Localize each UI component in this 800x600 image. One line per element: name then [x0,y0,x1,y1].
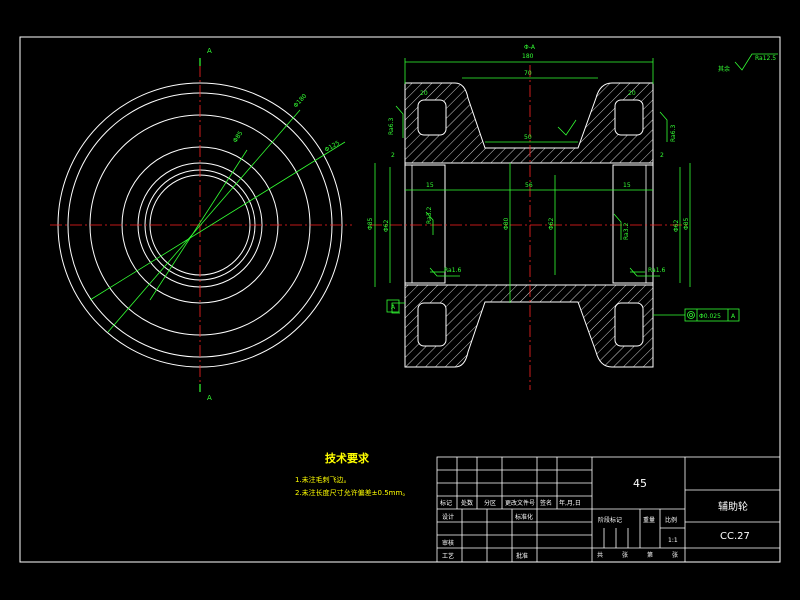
tb-scale-label: 比例 [665,516,677,524]
section-mark-top: A [207,47,212,55]
section-pocket-bl [417,302,447,347]
drawing-border [19,36,781,563]
tb-row-mark: 标记 [440,499,452,507]
dim-overall: 180 [522,53,534,60]
section-bore [404,162,654,286]
roughness-left-bore: Ra3.2 [426,207,433,224]
tb-row-sign: 签名 [540,499,552,507]
notes-line2: 2.未注长度尺寸允许偏差±0.5mm。 [295,488,409,497]
dim-overall-top: Φ-A [524,44,536,51]
dim-bore-inner: 56 [525,182,533,189]
dim-dia-right-inner: Φ62 [673,219,680,232]
dim-dia-center: Φ80 [503,217,510,230]
section-view: Φ-A 180 70 50 20 20 2 2 15 56 15 Φ85 Φ62… [367,44,778,390]
dim-groove-top: 70 [524,70,532,77]
technical-notes: 技术要求 1.未注毛刺飞边。 2.未注长度尺寸允许偏差±0.5mm。 [295,451,409,497]
title-block [436,456,781,563]
dim-hub-right: 20 [628,90,636,97]
circular-runout-icon [687,311,695,319]
roughness-general: Ra12.5 [755,55,776,62]
tb-weight: 重量 [643,516,655,524]
front-dia-outer-label: Φ180 [292,92,308,109]
section-pocket-tr [614,99,644,136]
tb-designer: 设计 [442,513,454,521]
section-mark-bottom: A [207,394,212,402]
tb-sheets-total: 共 [597,551,603,559]
front-dia-leader-outer [107,109,301,333]
tb-part-name: 辅助轮 [718,500,748,513]
section-pocket-tl [417,99,447,136]
dim-chamfer-right: 2 [660,152,664,159]
tb-approve: 批准 [516,552,528,560]
dim-hub-left: 20 [420,90,428,97]
tolerance-value: Φ0.025 [699,313,721,320]
tb-checker: 审核 [442,539,454,547]
tb-row-zone: 分区 [484,499,496,507]
front-dia-leader-inner [149,149,248,301]
section-top-half [404,82,654,164]
tolerance-datum: A [731,313,736,320]
roughness-right-bore: Ra3.2 [623,223,630,240]
tb-process: 工艺 [442,552,454,560]
tb-row-date: 年,月,日 [559,499,581,507]
title-block-text: 45 辅助轮 CC.27 1:1 标记 处数 分区 更改文件号 签名 年,月,日… [440,477,750,560]
roughness-left-top: Ra6.3 [388,118,395,135]
dim-dia-bore: Φ62 [548,217,555,230]
section-bottom-half [404,284,654,368]
section-pocket-br [614,302,644,347]
notes-title: 技术要求 [325,451,370,465]
dim-dia-right-outer: Φ85 [683,217,690,230]
tb-row-count: 处数 [461,499,473,507]
datum-label: A [391,304,396,311]
datum-box [386,299,400,313]
tb-material: 45 [633,477,647,490]
bearing-seat-right [612,164,654,284]
tb-row-change-doc: 更改文件号 [505,499,535,507]
dim-chamfer-left: 2 [391,152,395,159]
tb-scale: 1:1 [668,537,678,544]
notes-line1: 1.未注毛刺飞边。 [295,475,351,484]
tb-sheet-label: 张 [672,551,678,559]
dim-side-right: 15 [623,182,631,189]
tb-sheet-no: 第 [647,551,653,559]
roughness-left-bottom: Ra1.6 [444,267,461,274]
roughness-right-bottom: Ra1.6 [648,267,665,274]
tb-standardize: 标准化 [515,513,533,521]
front-view: Φ180 Φ125 Φ85 A A [50,47,352,402]
tb-stage-mark: 阶段标记 [598,516,622,524]
front-dia-mid-label: Φ125 [324,139,342,153]
dim-side-left: 15 [426,182,434,189]
roughness-right-top: Ra6.3 [670,125,677,142]
tb-sheets-label: 张 [622,551,628,559]
dim-groove-bottom: 50 [524,134,532,141]
dim-dia-left-outer: Φ85 [367,217,374,230]
front-dia-inner-label: Φ85 [232,130,245,144]
tolerance-frame [684,308,740,322]
bearing-seat-left [404,164,446,284]
tb-drawing-no: CC.27 [720,531,750,542]
roughness-other-prefix: 其余 [718,65,730,73]
front-dia-leader-mid [89,141,346,301]
dim-dia-left-inner: Φ62 [383,219,390,232]
